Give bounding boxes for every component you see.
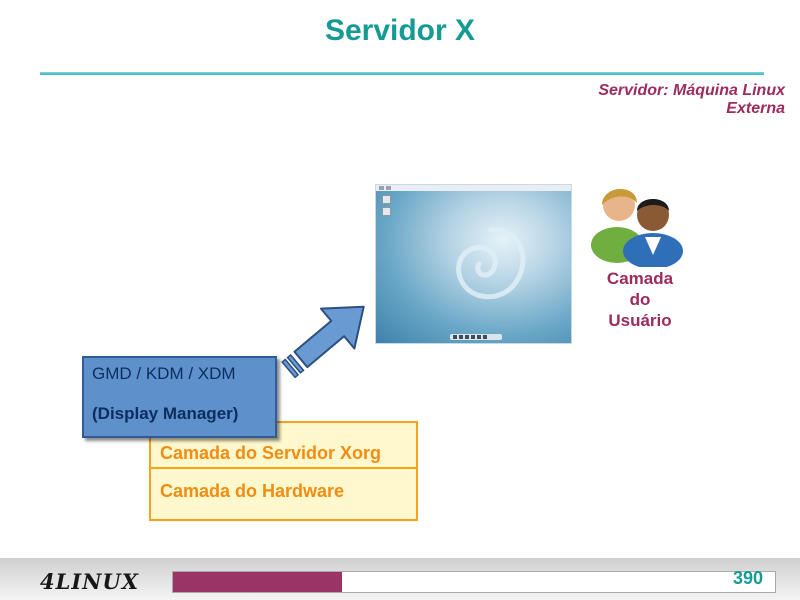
slide-progress-bar	[172, 571, 776, 593]
subtitle-line-1: Servidor: Máquina Linux	[598, 82, 785, 99]
user-layer-label: Camada do Usuário	[590, 268, 690, 331]
display-manager-box: GMD / KDM / XDM (Display Manager)	[82, 356, 277, 438]
display-manager-names: GMD / KDM / XDM	[92, 364, 236, 383]
dock-icon	[459, 335, 463, 339]
user-layer-line: Usuário	[608, 311, 672, 330]
desktop-file-icon	[382, 207, 391, 216]
dock-icon	[483, 335, 487, 339]
slide-subtitle: Servidor: Máquina Linux Externa	[485, 82, 785, 118]
dock-icon	[477, 335, 481, 339]
display-manager-label: (Display Manager)	[92, 404, 239, 423]
debian-swirl-icon	[456, 227, 526, 300]
subtitle-line-2: Externa	[726, 100, 785, 117]
users-icon	[591, 188, 683, 267]
dock-icon	[453, 335, 457, 339]
page-number: 390	[733, 568, 764, 588]
desktop-top-panel	[376, 185, 571, 191]
linux-desktop-screenshot	[375, 184, 572, 344]
dock-icon	[465, 335, 469, 339]
dock-icon	[471, 335, 475, 339]
desktop-dock	[450, 334, 502, 340]
layer-stack: Camada do Servidor Xorg Camada do Hardwa…	[149, 421, 418, 521]
slide-progress-fill	[173, 572, 342, 592]
user-layer-line: do	[629, 290, 651, 309]
panel-button	[379, 186, 384, 190]
user-layer-line: Camada	[606, 269, 674, 288]
hardware-layer: Camada do Hardware	[149, 469, 418, 521]
panel-button	[386, 186, 391, 190]
title-divider	[40, 72, 764, 75]
desktop-file-icon	[382, 195, 391, 204]
brand-logo: 4LINUX	[40, 569, 140, 594]
arrow-up-right-icon	[281, 305, 365, 379]
xorg-server-layer: Camada do Servidor Xorg	[149, 421, 418, 469]
slide-title: Servidor X	[324, 14, 476, 47]
